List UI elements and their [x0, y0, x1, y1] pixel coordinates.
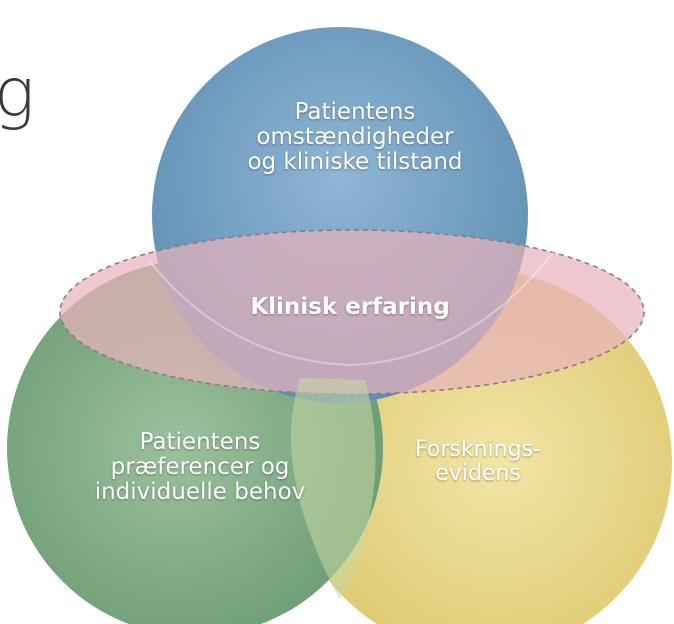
circle-top-label-line: Patientens	[294, 99, 416, 125]
partial-heading-letter: g	[0, 54, 35, 133]
circle-top-label-line: og kliniske tilstand	[247, 148, 463, 175]
circle-right-label: Forsknings- evidens	[378, 438, 578, 486]
overlap-arc-right	[349, 249, 556, 366]
circle-top-label: Patientens omstændigheder og kliniske ti…	[205, 100, 505, 174]
circle-left-label: Patientens præferencer og individuelle b…	[45, 430, 355, 504]
circle-top-label-line: omstændigheder	[256, 123, 454, 150]
overlap-label: Klinisk erfaring	[250, 294, 450, 320]
circle-left-label-line: individuelle behov	[94, 478, 306, 505]
overlap-arc-left	[149, 261, 351, 366]
circle-left-label-line: Patientens	[139, 429, 261, 455]
lens-green-yellow	[291, 378, 376, 600]
circle-left-label-line: præferencer og	[110, 453, 290, 480]
circle-right-label-line: evidens	[435, 460, 521, 486]
circle-right-label-line: Forsknings-	[415, 437, 541, 462]
